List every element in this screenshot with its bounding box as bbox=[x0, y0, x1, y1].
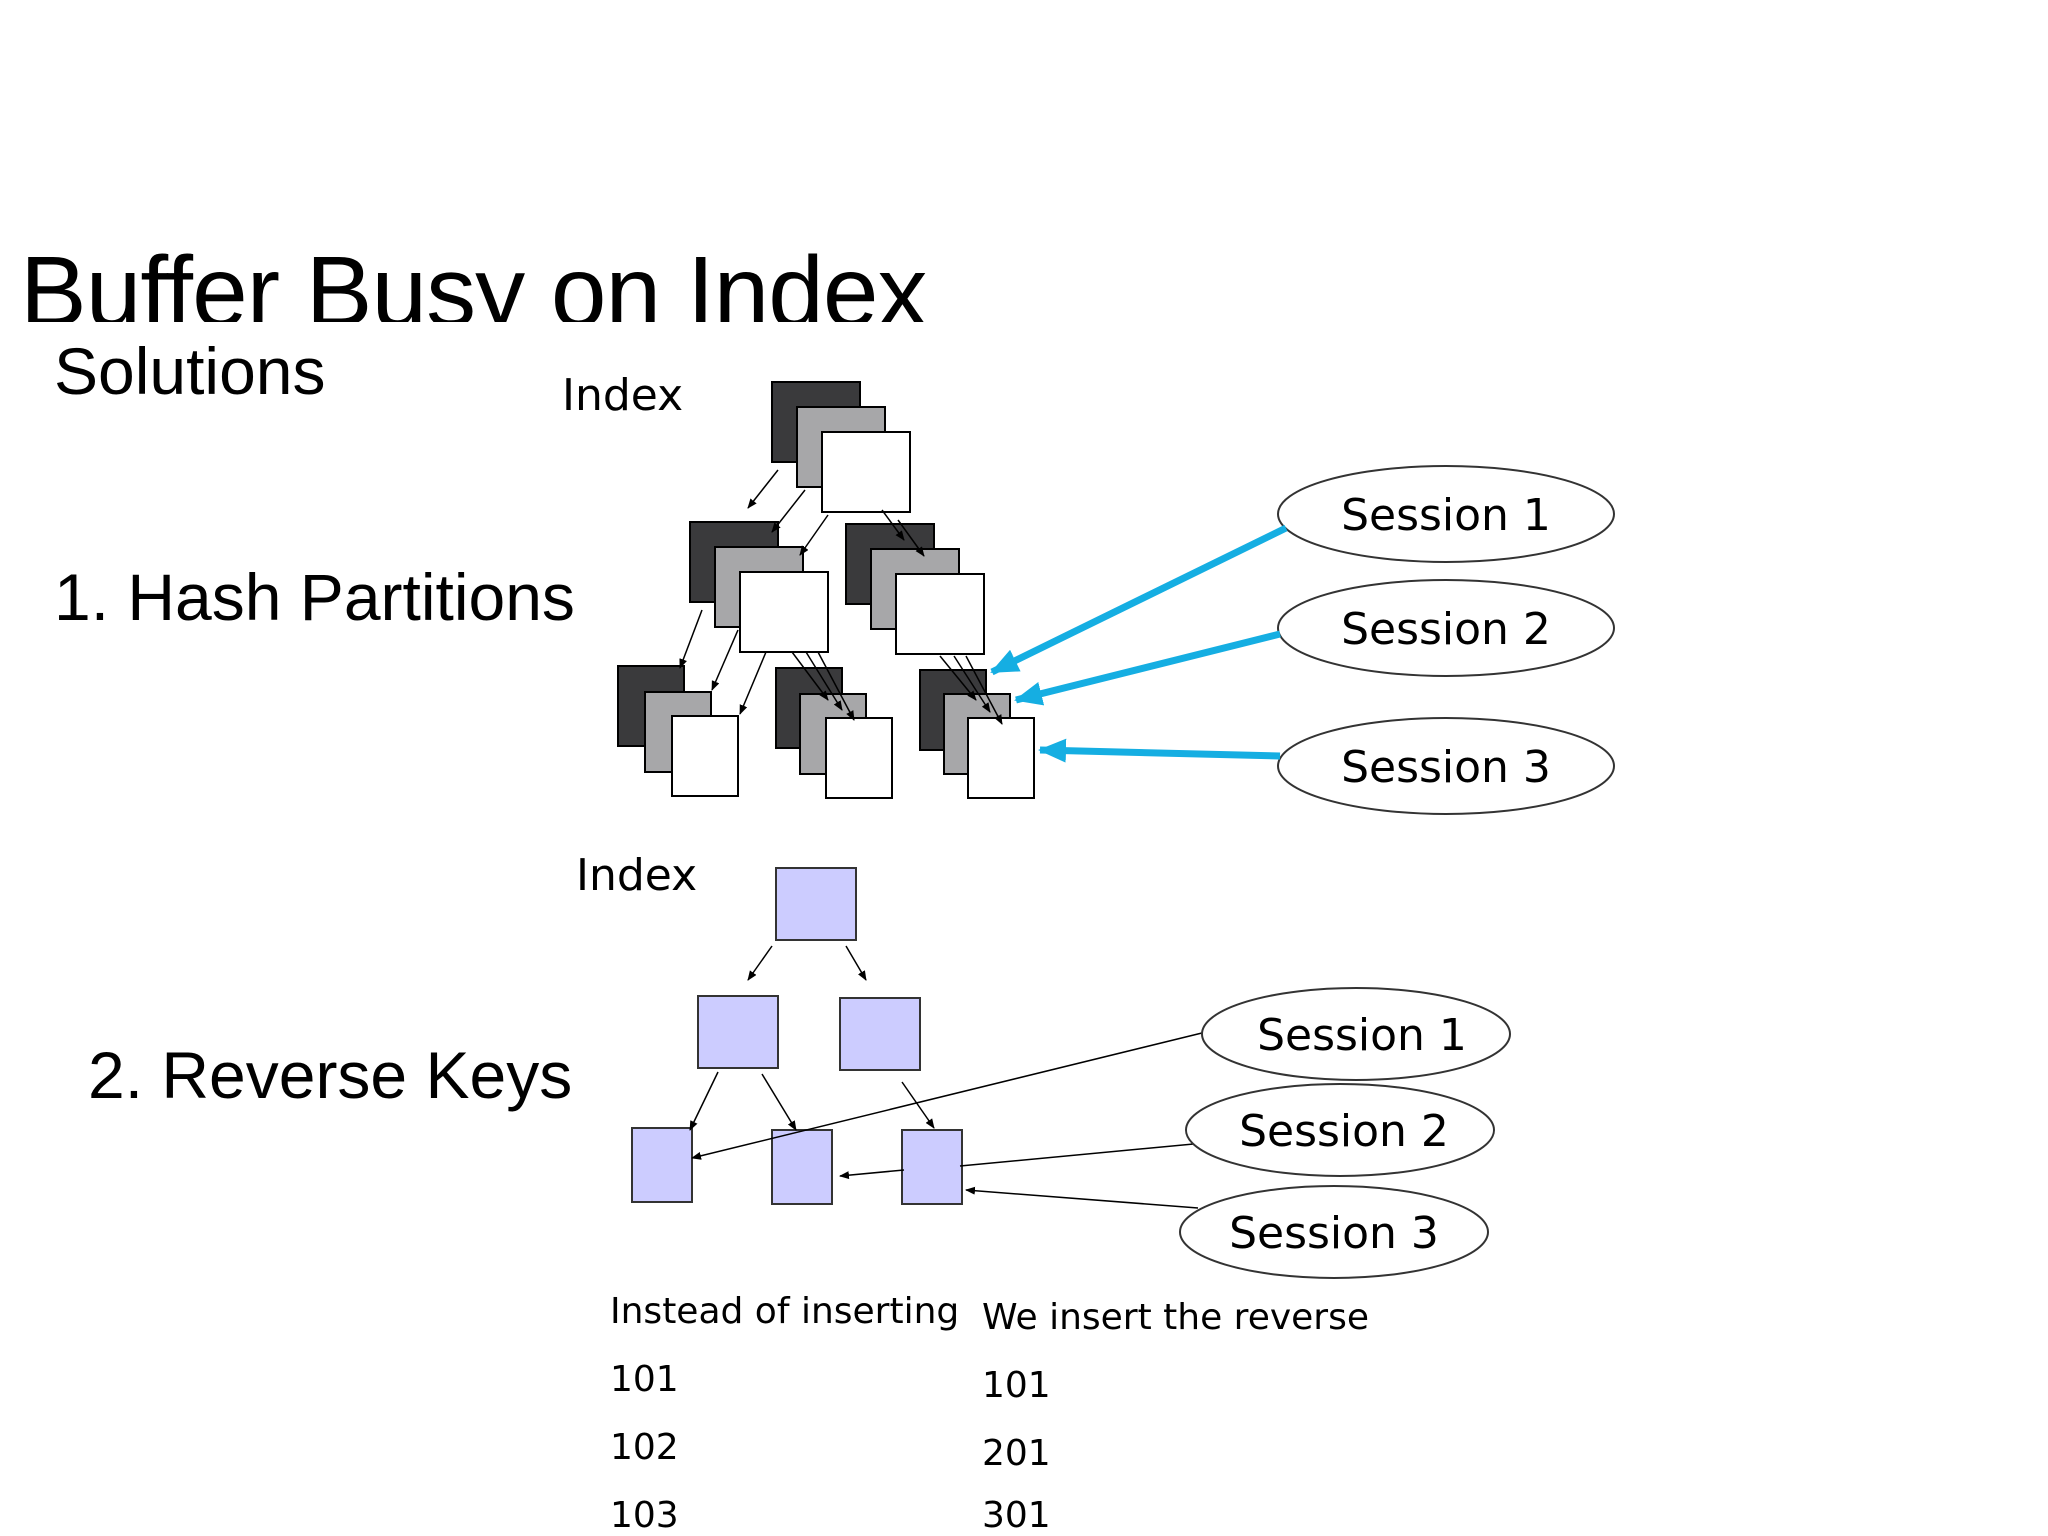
keys-left-value-1: 101 bbox=[610, 1359, 679, 1400]
hash-session-arrows bbox=[990, 524, 1288, 763]
hash-leaf-stack-2 bbox=[775, 667, 893, 799]
reverse-leaf-1 bbox=[631, 1127, 693, 1203]
keys-left-header: Instead of inserting bbox=[610, 1291, 960, 1332]
hash-branch-stack-left bbox=[689, 521, 829, 653]
keys-right-value-3: 301 bbox=[982, 1495, 1051, 1536]
keys-left-value-2: 102 bbox=[610, 1427, 679, 1468]
hash-partition-tree: Session 1 Session 2 Session 3 bbox=[617, 381, 1615, 815]
reverse-session-1-label: Session 1 bbox=[1257, 1010, 1467, 1061]
hash-leaf-stack-3 bbox=[919, 669, 1035, 799]
solution-reverse-keys-label: 2. Reverse Keys bbox=[88, 1038, 573, 1112]
hash-leaf-stack-1 bbox=[617, 665, 739, 797]
hash-session-2-label: Session 2 bbox=[1341, 604, 1551, 655]
keys-right-value-2: 201 bbox=[982, 1433, 1051, 1474]
slide-title: Buffer Busy on Index bbox=[20, 236, 928, 322]
reverse-branch-right bbox=[839, 997, 921, 1071]
reverse-key-tree: Session 1 Session 2 Session 3 bbox=[631, 867, 1511, 1279]
hash-root-stack bbox=[771, 381, 911, 513]
slide-title-container: Buffer Busy on Index bbox=[20, 228, 1020, 322]
reverse-leaf-3 bbox=[901, 1129, 963, 1205]
slide-subtitle: Solutions bbox=[54, 334, 326, 408]
hash-session-1: Session 1 bbox=[1277, 465, 1615, 563]
reverse-session-2: Session 2 bbox=[1185, 1083, 1495, 1177]
reverse-branch-left bbox=[697, 995, 779, 1069]
hash-session-3: Session 3 bbox=[1277, 717, 1615, 815]
reverse-tree-arrows bbox=[689, 945, 1237, 1209]
keys-right-value-1: 101 bbox=[982, 1365, 1051, 1406]
hash-index-label: Index bbox=[562, 370, 684, 421]
hash-session-3-label: Session 3 bbox=[1341, 742, 1551, 793]
reverse-root-node bbox=[775, 867, 857, 941]
keys-left-value-3: 103 bbox=[610, 1495, 679, 1536]
reverse-session-2-label: Session 2 bbox=[1239, 1106, 1449, 1157]
reverse-session-1: Session 1 bbox=[1201, 987, 1511, 1081]
hash-session-2: Session 2 bbox=[1277, 579, 1615, 677]
hash-session-1-label: Session 1 bbox=[1341, 490, 1551, 541]
hash-branch-stack-right bbox=[845, 523, 985, 655]
reverse-index-label: Index bbox=[576, 850, 698, 901]
keys-right-header: We insert the reverse bbox=[982, 1297, 1369, 1338]
reverse-session-3: Session 3 bbox=[1179, 1185, 1489, 1279]
reverse-leaf-2 bbox=[771, 1129, 833, 1205]
reverse-session-3-label: Session 3 bbox=[1229, 1208, 1439, 1259]
solution-hash-partitions-label: 1. Hash Partitions bbox=[54, 560, 575, 634]
hash-tree-arrows bbox=[679, 469, 1003, 725]
